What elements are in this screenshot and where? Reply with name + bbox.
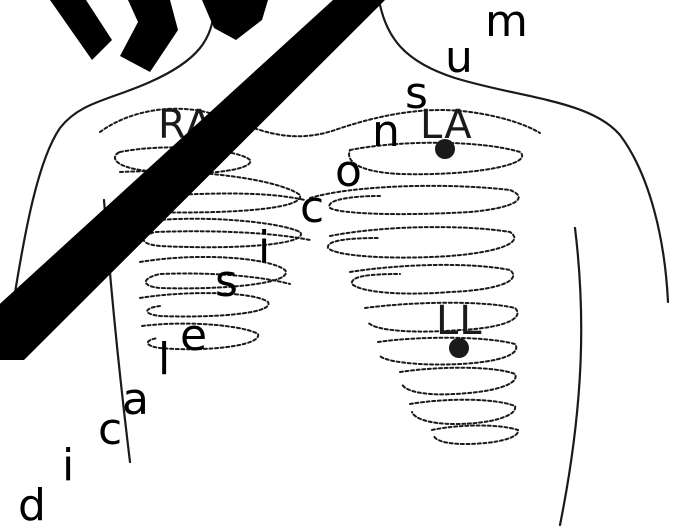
watermark-letter: d bbox=[18, 480, 46, 530]
watermark-letter: e bbox=[180, 310, 207, 361]
rib-left-4 bbox=[350, 265, 513, 294]
watermark-logo-stroke-1 bbox=[50, 0, 112, 60]
watermark-letter: o bbox=[335, 146, 362, 197]
rib-left-9 bbox=[432, 426, 518, 445]
watermark-letter: u bbox=[445, 32, 473, 83]
watermark-logo-stroke-2 bbox=[120, 0, 178, 72]
watermark-letter: i bbox=[62, 440, 74, 491]
watermark-letter: i bbox=[258, 222, 270, 273]
electrode-ll-dot bbox=[449, 338, 469, 358]
rib-left-8 bbox=[410, 400, 515, 424]
watermark-letter: m bbox=[485, 0, 528, 47]
watermark-letter: c bbox=[300, 182, 324, 233]
watermark-letter: c bbox=[98, 404, 122, 455]
right-axilla-line bbox=[560, 228, 581, 525]
rib-left-7 bbox=[400, 368, 516, 395]
electrode-ll: LL bbox=[436, 298, 483, 358]
electrode-ll-label: LL bbox=[436, 298, 483, 344]
rib-left-3 bbox=[328, 227, 514, 258]
watermark-letter: l bbox=[158, 334, 170, 385]
rib-right-3 bbox=[140, 219, 310, 247]
watermark-letter: n bbox=[372, 106, 400, 157]
watermark-logo-stroke-3 bbox=[202, 0, 268, 40]
watermark-letter: a bbox=[122, 374, 149, 425]
watermark-letter: s bbox=[405, 68, 428, 119]
watermark-band bbox=[0, 0, 385, 360]
watermark-letter: s bbox=[215, 256, 238, 307]
electrode-la-dot bbox=[435, 139, 455, 159]
